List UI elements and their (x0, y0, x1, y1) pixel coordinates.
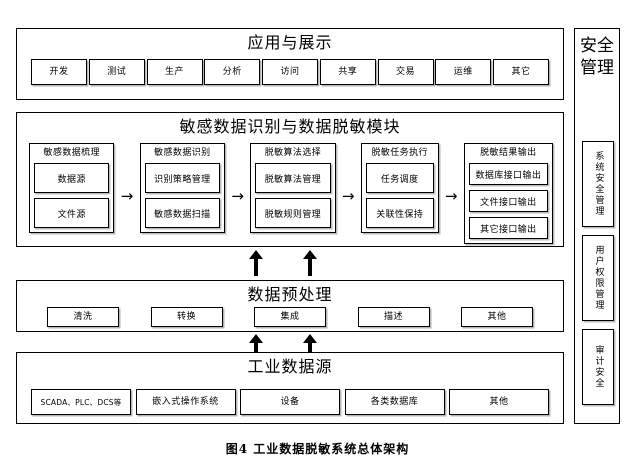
application-item-fangwen[interactable]: 访问 (262, 59, 318, 85)
datasource-item-embedded-os[interactable]: 嵌入式操作系统 (135, 389, 236, 415)
core-column-head: 敏感数据识别 (154, 148, 211, 158)
core-column-result-output[interactable]: 脱敏结果输出 数据库接口输出 文件接口输出 其它接口输出 (463, 143, 554, 244)
section-datasource-title: 工业数据源 (247, 357, 333, 376)
arrow-right-icon-2: → (231, 186, 244, 205)
core-sub-rule-manage[interactable]: 脱敏规则管理 (255, 198, 331, 228)
arrow-up-icon-source-to-preproc-left (249, 334, 263, 360)
core-sub-sensitive-scan[interactable]: 敏感数据扫描 (144, 198, 221, 228)
application-item-jiaoyi[interactable]: 交易 (377, 59, 434, 85)
figure-caption: 图4 工业数据脱敏系统总体架构 (225, 442, 410, 456)
core-sub-relation-keep[interactable]: 关联性保持 (365, 198, 434, 228)
core-sub-file-interface-output[interactable]: 文件接口输出 (468, 190, 549, 212)
section-application-title: 应用与展示 (247, 33, 333, 52)
application-item-kaifa[interactable]: 开发 (31, 59, 87, 85)
core-sub-other-interface-output[interactable]: 其它接口输出 (468, 217, 549, 239)
arrow-up-icon-source-to-preproc-right (303, 334, 317, 360)
datasource-item-row: SCADA、PLC、DCS等 嵌入式操作系统 设备 各类数据库 其他 (31, 389, 549, 415)
arrow-right-icon-1: → (120, 186, 134, 205)
security-item-user-permission[interactable]: 用户权限管理 (582, 235, 614, 321)
section-preprocessing: 数据预处理 清洗 转换 集成 描述 其他 (16, 280, 564, 332)
datasource-item-device[interactable]: 设备 (240, 389, 340, 415)
section-preprocessing-title: 数据预处理 (247, 285, 333, 304)
section-core-module-title: 敏感数据识别与数据脱敏模块 (179, 117, 401, 136)
section-datasource: 工业数据源 SCADA、PLC、DCS等 嵌入式操作系统 设备 各类数据库 其他 (16, 352, 564, 424)
application-item-gongxiang[interactable]: 共享 (319, 59, 376, 85)
arrow-up-icon-preproc-to-core-right (303, 250, 317, 276)
section-security-title: 安全管理 (580, 36, 614, 78)
core-sub-algorithm-manage[interactable]: 脱敏算法管理 (255, 163, 331, 193)
arrow-up-icon-preproc-to-core-left (249, 250, 263, 276)
core-sub-identify-policy[interactable]: 识别策略管理 (144, 163, 221, 193)
application-item-shengchan[interactable]: 生产 (146, 59, 203, 85)
core-column-algorithm-select[interactable]: 脱敏算法选择 脱敏算法管理 脱敏规则管理 (250, 143, 336, 233)
core-column-data-sorting[interactable]: 敏感数据梳理 数据源 文件源 (29, 143, 115, 233)
application-item-yunwei[interactable]: 运维 (435, 59, 492, 85)
application-item-fenxi[interactable]: 分析 (204, 59, 261, 85)
core-column-head: 脱敏任务执行 (371, 148, 428, 158)
datasource-item-other[interactable]: 其他 (449, 389, 549, 415)
core-pipeline: 敏感数据梳理 数据源 文件源 → 敏感数据识别 识别策略管理 敏感数据扫描 → … (29, 143, 554, 244)
core-column-data-identify[interactable]: 敏感数据识别 识别策略管理 敏感数据扫描 (139, 143, 226, 233)
arrow-right-icon-3: → (341, 186, 355, 205)
core-sub-datasource[interactable]: 数据源 (34, 163, 110, 193)
section-application: 应用与展示 开发 测试 生产 分析 访问 共享 交易 运维 其它 (16, 28, 564, 100)
core-column-head: 脱敏结果输出 (480, 148, 537, 158)
core-sub-filesource[interactable]: 文件源 (34, 198, 110, 228)
preprocessing-item-qita[interactable]: 其他 (461, 307, 533, 327)
security-item-audit-security[interactable]: 审计安全 (582, 329, 614, 405)
section-security-management: 安全管理 系统安全管理 用户权限管理 审计安全 (574, 28, 620, 424)
datasource-item-databases[interactable]: 各类数据库 (344, 389, 445, 415)
application-item-row: 开发 测试 生产 分析 访问 共享 交易 运维 其它 (31, 59, 549, 85)
preprocessing-item-zhuanhuan[interactable]: 转换 (150, 307, 223, 327)
arrow-right-icon-4: → (444, 186, 458, 205)
security-item-system-security[interactable]: 系统安全管理 (582, 141, 614, 227)
core-column-head: 敏感数据梳理 (43, 148, 100, 158)
application-item-qita[interactable]: 其它 (493, 59, 549, 85)
core-sub-db-interface-output[interactable]: 数据库接口输出 (468, 163, 549, 185)
preprocessing-item-qingxi[interactable]: 清洗 (47, 307, 119, 327)
core-column-task-execute[interactable]: 脱敏任务执行 任务调度 关联性保持 (360, 143, 439, 233)
preprocessing-item-jicheng[interactable]: 集成 (254, 307, 326, 327)
section-core-module: 敏感数据识别与数据脱敏模块 敏感数据梳理 数据源 文件源 → 敏感数据识别 识别… (16, 112, 564, 247)
core-column-head: 脱敏算法选择 (264, 148, 322, 158)
security-item-label: 审计安全 (593, 345, 604, 389)
preprocessing-item-miaoshu[interactable]: 描述 (357, 307, 430, 327)
application-item-ceshi[interactable]: 测试 (88, 59, 145, 85)
security-item-label: 用户权限管理 (593, 245, 604, 311)
security-item-label: 系统安全管理 (593, 151, 604, 217)
datasource-item-scada-plc-dcs[interactable]: SCADA、PLC、DCS等 (31, 389, 131, 415)
core-sub-task-schedule[interactable]: 任务调度 (365, 163, 434, 193)
preprocessing-item-row: 清洗 转换 集成 描述 其他 (47, 307, 533, 327)
